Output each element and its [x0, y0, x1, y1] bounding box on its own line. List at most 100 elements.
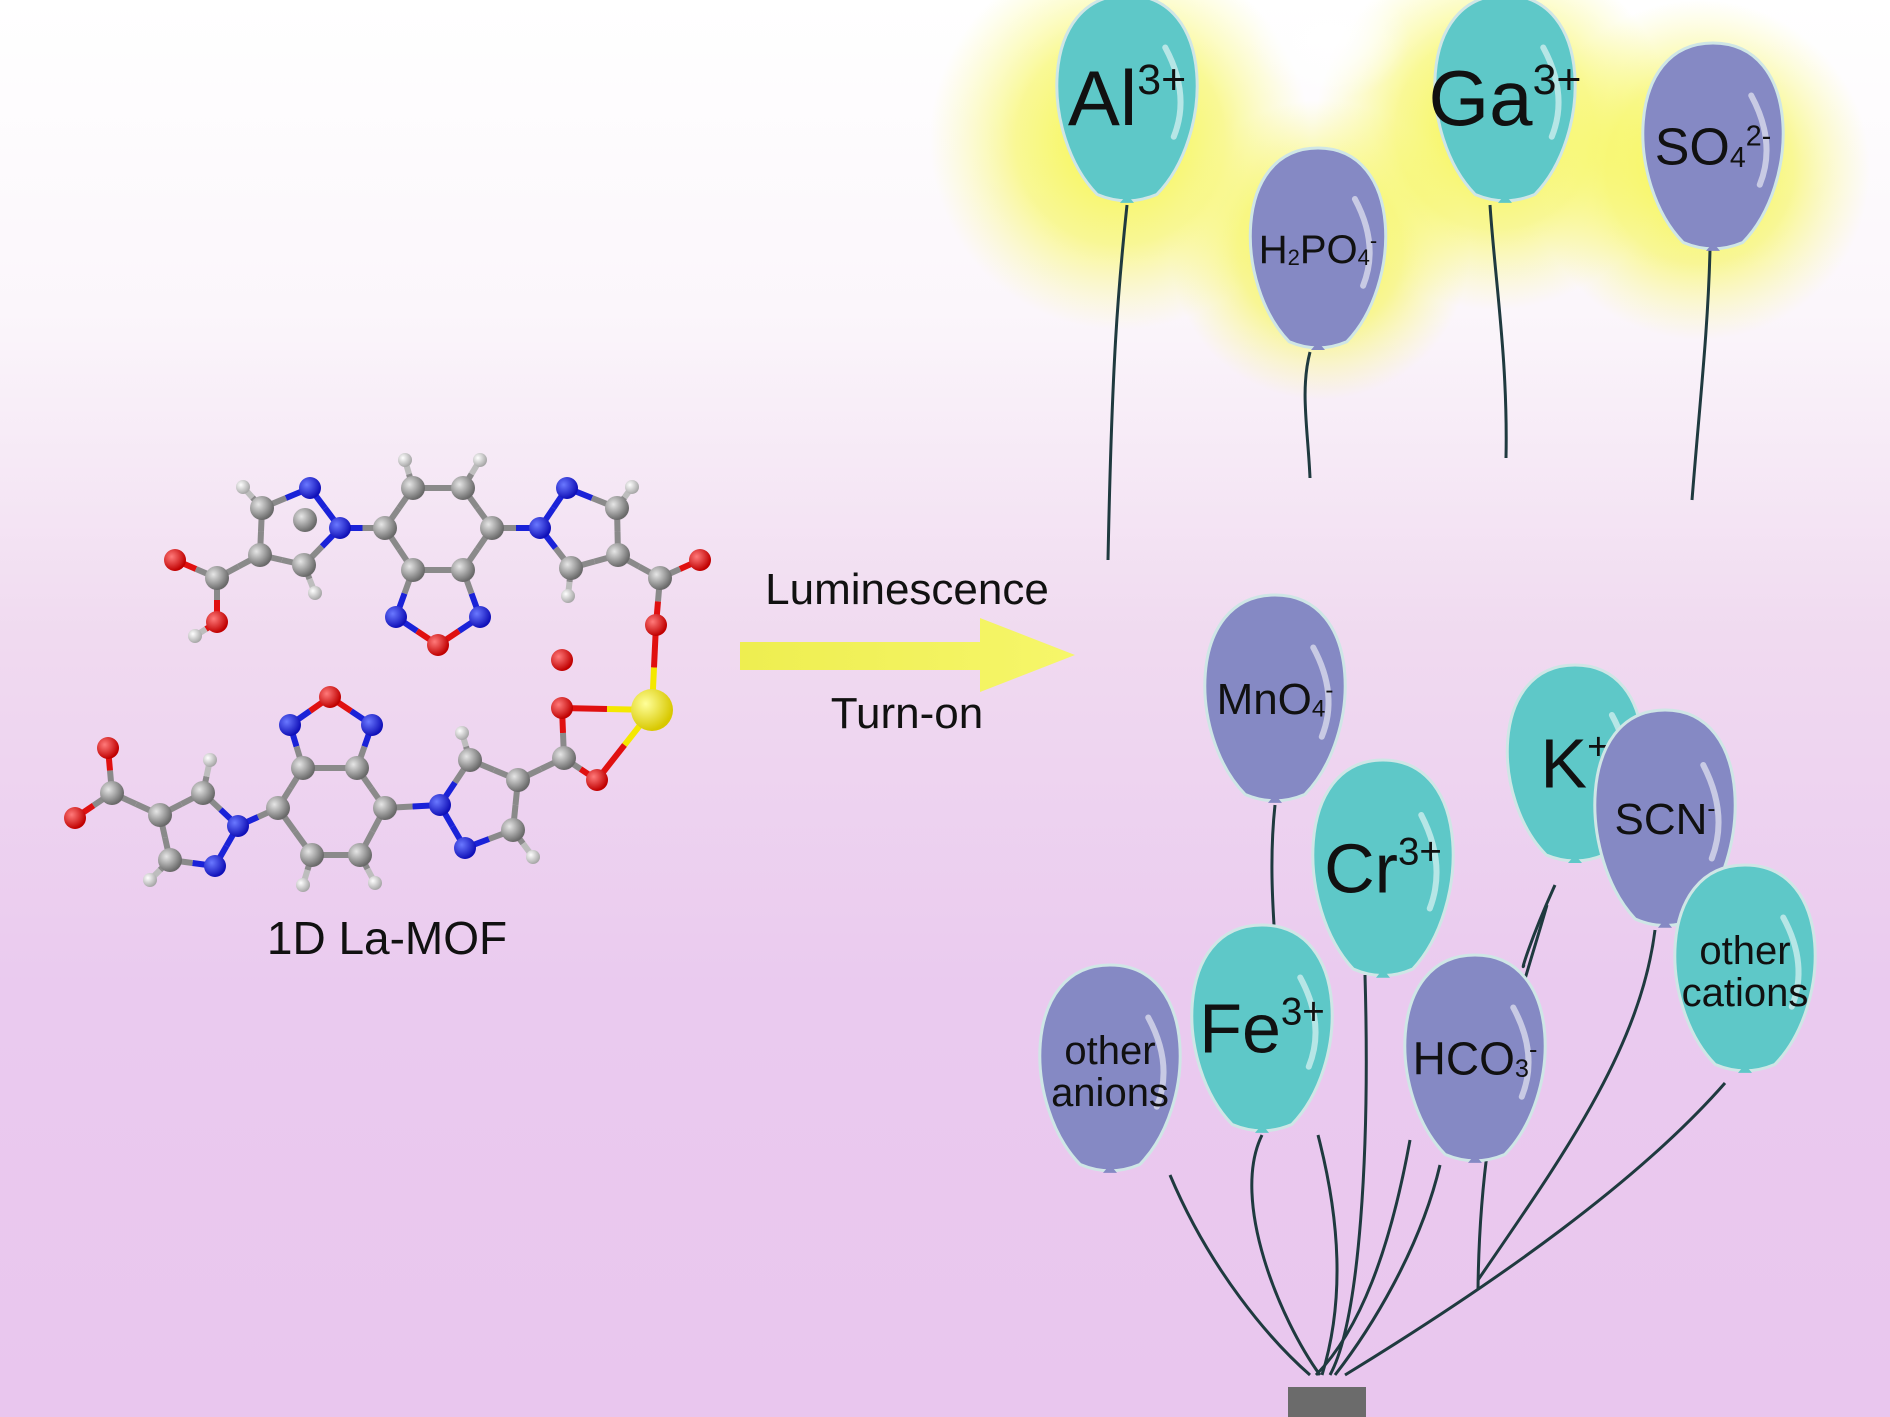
ion-label: SCN-: [1615, 795, 1716, 844]
balloon-string: [1168, 1174, 1311, 1377]
atom-c: [266, 796, 290, 820]
balloon-strings: [1106, 204, 1727, 1377]
atom-c: [648, 566, 672, 590]
atom-n: [299, 477, 321, 499]
balloon-knot: [1738, 1064, 1752, 1073]
atom-o: [97, 737, 119, 759]
atom-c: [292, 553, 316, 577]
atom-c: [501, 818, 525, 842]
balloon-highlight: [1351, 196, 1373, 289]
balloon-highlight: [1700, 762, 1722, 862]
ion-label: HCO3-: [1413, 1033, 1538, 1085]
balloon-knot: [1658, 919, 1672, 928]
ion-label: Al3+: [1068, 54, 1186, 142]
atom-c: [373, 796, 397, 820]
atom-c: [451, 476, 475, 500]
la-mof-structure: [64, 453, 711, 892]
balloon-highlight: [1748, 92, 1770, 188]
atom-o: [551, 697, 573, 719]
atom-c: [401, 476, 425, 500]
atom-h: [203, 753, 217, 767]
balloon-string: [1344, 1082, 1727, 1377]
atom-o: [645, 614, 667, 636]
arrow-bottom-label: Turn-on: [831, 689, 983, 738]
atom-n: [556, 477, 578, 499]
balloon-string: [1488, 204, 1508, 459]
atom-c: [345, 756, 369, 780]
atom-h: [143, 873, 157, 887]
ion-label: MnO4-: [1217, 675, 1334, 724]
balloon-highlight: [1418, 812, 1440, 912]
atom-c: [205, 566, 229, 590]
atom-c: [250, 496, 274, 520]
atom-c: [293, 508, 317, 532]
balloon-string: [1314, 1139, 1412, 1377]
balloon-top-2: Ga3+: [1429, 0, 1582, 203]
atom-h: [308, 586, 322, 600]
balloon-top-3: SO42-: [1641, 41, 1785, 251]
atom-h: [398, 453, 412, 467]
balloon-weight: [1288, 1387, 1366, 1417]
balloon-highlight: [1510, 1004, 1532, 1100]
atom-h: [188, 629, 202, 643]
atom-o: [586, 769, 608, 791]
balloon-string: [1250, 1134, 1322, 1376]
atom-h: [455, 726, 469, 740]
balloon-knot: [1120, 194, 1134, 203]
atom-h: [526, 850, 540, 864]
atom-h: [296, 878, 310, 892]
atom-o: [689, 549, 711, 571]
atom-la: [631, 689, 673, 731]
ion-label: K+: [1540, 724, 1609, 802]
balloon-string: [1476, 929, 1657, 1281]
atom-c: [480, 516, 504, 540]
atom-c: [451, 558, 475, 582]
atom-o: [64, 807, 86, 829]
arrow-top-label: Luminescence: [765, 565, 1049, 614]
atom-h: [368, 876, 382, 890]
atom-o: [164, 549, 186, 571]
balloon-highlight: [1145, 1014, 1167, 1110]
balloon-string: [1328, 974, 1368, 1376]
atom-o: [319, 686, 341, 708]
balloon-knot: [1255, 1124, 1269, 1133]
balloon-highlight: [1297, 974, 1319, 1070]
balloon-knot: [1706, 242, 1720, 251]
balloon-highlight: [1540, 44, 1562, 140]
balloon-string: [1106, 204, 1129, 561]
atom-n: [227, 815, 249, 837]
balloon-bottom-5: Fe3+: [1190, 923, 1334, 1133]
atom-n: [329, 517, 351, 539]
balloon-highlight: [1310, 644, 1332, 740]
balloon-bottom-6: HCO3-: [1403, 953, 1547, 1163]
atom-c: [191, 781, 215, 805]
balloon-highlight: [1162, 44, 1184, 140]
balloon-string: [1316, 1134, 1339, 1376]
balloon-top-1: H2PO4-: [1248, 146, 1388, 350]
balloon-bottom-3: Cr3+: [1311, 758, 1455, 978]
atom-n: [454, 837, 476, 859]
mof-label: 1D La-MOF: [267, 912, 507, 964]
atom-c: [401, 558, 425, 582]
balloon-knot: [1311, 341, 1325, 350]
atom-h: [625, 480, 639, 494]
atom-h: [473, 453, 487, 467]
balloon-string: [1690, 249, 1712, 501]
atom-n: [204, 855, 226, 877]
atom-c: [559, 556, 583, 580]
ion-label: Cr3+: [1324, 829, 1442, 907]
balloon-knot: [1268, 794, 1282, 803]
balloon-top-0: Al3+: [1055, 0, 1199, 203]
atom-o: [206, 611, 228, 633]
atom-c: [552, 746, 576, 770]
atom-c: [158, 848, 182, 872]
atom-c: [506, 768, 530, 792]
turn-on-arrow: [740, 618, 1075, 692]
atom-n: [529, 517, 551, 539]
ion-label: Ga3+: [1429, 54, 1582, 142]
